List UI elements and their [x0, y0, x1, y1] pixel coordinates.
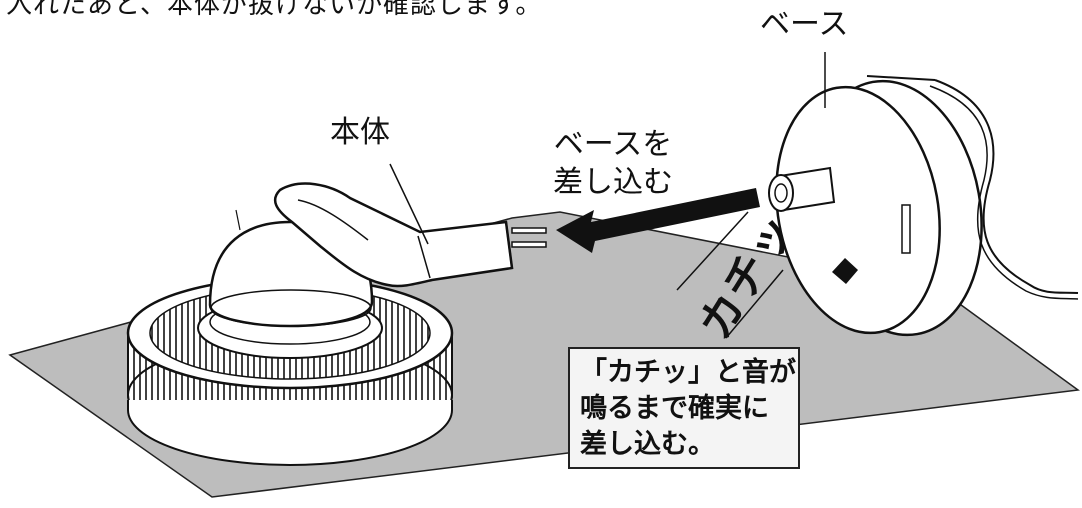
base-disc: [768, 52, 1079, 337]
note-box: 「カチッ」と音が 鳴るまで確実に 差し込む。: [568, 347, 800, 469]
label-body: 本体: [330, 115, 390, 150]
note-line-3: 差し込む。: [580, 429, 715, 460]
click-line-2: [725, 269, 784, 339]
top-caption: 入れたあと、本体が抜けないか確認します。: [6, 0, 543, 20]
note-line-1: 「カチッ」と音が: [580, 357, 796, 388]
insert-arrow: [556, 188, 760, 253]
label-insert-line2: 差し込む: [553, 165, 673, 200]
click-line-1: [676, 211, 749, 291]
body-part: [235, 182, 547, 288]
label-insert: ベースを 差し込む: [553, 126, 673, 202]
body-leader: [389, 163, 429, 245]
label-insert-line1: ベースを: [553, 127, 673, 162]
note-line-2: 鳴るまで確実に: [580, 393, 769, 424]
label-base: ベース: [760, 7, 849, 42]
